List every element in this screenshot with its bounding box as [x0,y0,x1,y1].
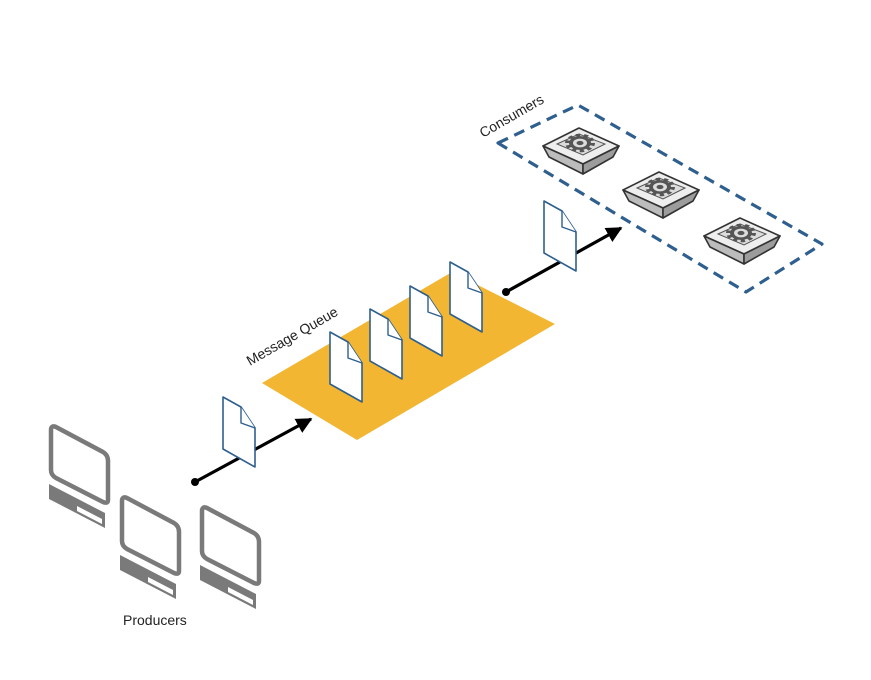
incoming-message-document-icon [222,396,256,468]
consumer-group-border [496,103,824,294]
message-queue-platform [262,272,555,440]
consumer-gear-server-icon [543,128,619,174]
producers-label: Producers [123,612,187,628]
consumers-label: Consumers [477,91,547,141]
outgoing-message-document-icon [543,200,577,272]
producer-computer-terminal-icon [200,507,259,609]
consumer-gear-server-icon [623,172,699,218]
producer-computer-terminal-icon [120,497,179,599]
consumer-gear-server-icon [704,218,780,264]
producer-computer-terminal-icon [49,426,108,528]
